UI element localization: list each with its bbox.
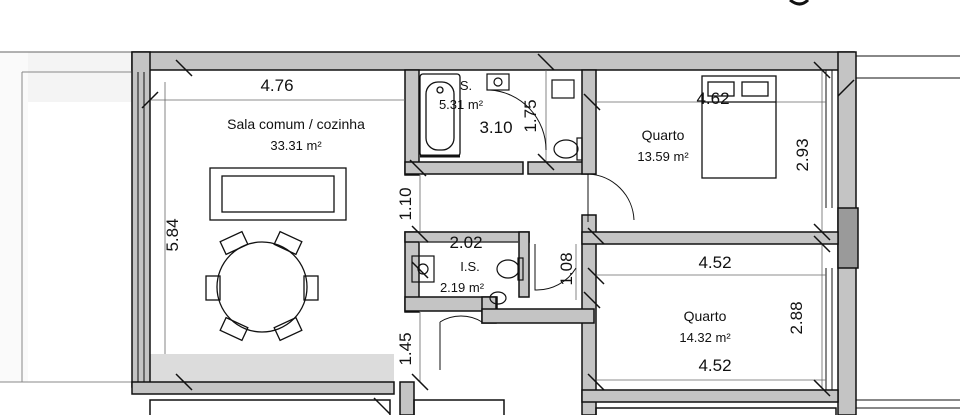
dim-wc-width: 2.02 [449, 233, 482, 252]
dim-passage-lower: 1.45 [396, 332, 415, 365]
floor-shading [150, 354, 394, 382]
room-area-wc-small: 2.19 m² [440, 280, 485, 295]
dim-corridor: 1.08 [557, 252, 576, 285]
room-name-wc-large: S. [460, 78, 472, 93]
bathtub-icon [419, 73, 461, 158]
dim-bedroom1-width: 4.62 [696, 89, 729, 108]
dim-bedroom2-width-top: 4.52 [698, 253, 731, 272]
room-name-bedroom-1: Quarto [642, 127, 685, 143]
room-area-living: 33.31 m² [270, 138, 322, 153]
dim-bath-height: 1.75 [521, 99, 540, 132]
dimension-ticks [141, 53, 855, 415]
sink-icon [411, 73, 575, 283]
balcony-area [0, 51, 132, 383]
room-area-bedroom-2: 14.32 m² [679, 330, 731, 345]
room-area-bedroom-1: 13.59 m² [637, 149, 689, 164]
dining-table-icon [205, 230, 319, 342]
dim-bedroom1-height: 2.93 [793, 138, 812, 171]
dim-bath-width: 3.10 [479, 118, 512, 137]
dim-passage-upper: 1.10 [396, 187, 415, 220]
room-name-living: Sala comum / cozinha [227, 116, 365, 132]
dim-living-height: 5.84 [163, 218, 182, 251]
room-area-wc-large: 5.31 m² [439, 97, 484, 112]
lower-rooms [149, 399, 837, 415]
dim-bedroom2-height: 2.88 [787, 301, 806, 334]
dim-bedroom2-width-bottom: 4.52 [698, 356, 731, 375]
dim-living-width: 4.76 [260, 76, 293, 95]
doors [439, 89, 635, 370]
room-name-bedroom-2: Quarto [684, 308, 727, 324]
room-name-wc-small: I.S. [460, 259, 480, 274]
toilet-icon [489, 137, 583, 305]
title-fragment [789, 0, 810, 6]
windows [137, 55, 960, 409]
sofa-icon [209, 167, 347, 221]
dimension-lines [150, 70, 826, 390]
bed-icon [701, 75, 777, 179]
walls [131, 51, 859, 415]
